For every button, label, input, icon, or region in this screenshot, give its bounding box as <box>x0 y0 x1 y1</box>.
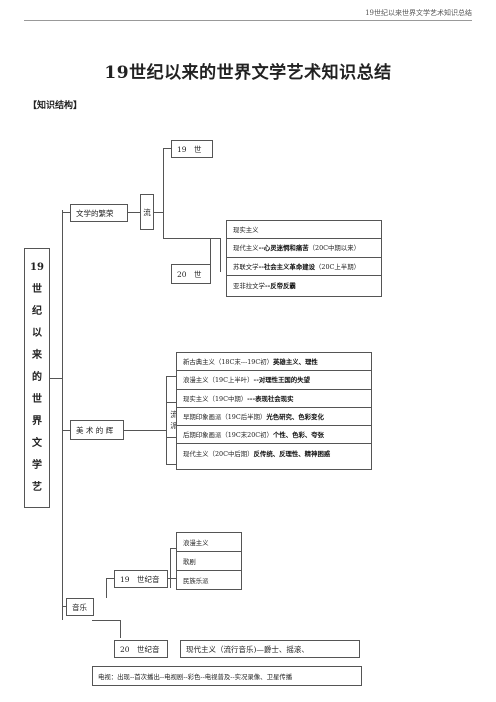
root-char: 以 <box>32 328 42 339</box>
list-item: 现实主义 <box>227 221 381 240</box>
list-item-period: （20C中期以来） <box>308 244 360 253</box>
list-item: 现代主义--心灵迷惘和痛苦（20C中期以来） <box>227 239 381 258</box>
century-20-box: 20 世 <box>171 264 211 284</box>
list-item-text: 浪漫主义（19C上半叶） <box>183 376 254 385</box>
connector <box>106 578 107 598</box>
list-item-text: 早期印象画派（19C后半期） <box>183 413 267 422</box>
list-item: 浪漫主义（19C上半叶）--对理性王国的失望 <box>177 371 371 390</box>
connector <box>154 212 163 213</box>
list-item: 浪漫主义 <box>177 533 241 552</box>
connector <box>170 548 176 549</box>
list-item-period: （20C上半期） <box>315 262 360 271</box>
century-19-label: 19 世 <box>177 144 202 154</box>
root-char: 学 <box>32 460 42 471</box>
list-item-highlight: --心灵迷惘和痛苦 <box>258 244 309 253</box>
connector <box>128 212 140 213</box>
root-char: 世 <box>32 284 42 295</box>
connector <box>106 578 114 579</box>
art-list: 新古典主义（18C末---19C初）英雄主义、理性浪漫主义（19C上半叶）--对… <box>176 352 372 470</box>
list-item-highlight: 反传统、反理性、精神困惑 <box>253 450 331 459</box>
list-item-highlight: --反帝反霸 <box>264 281 296 290</box>
tv-footer: 电视：出现--首次播出--电视剧--彩色--电视普及--实况录像、卫星传播 <box>98 672 293 681</box>
list-item-text: 现代主义（20C中后期） <box>183 450 254 459</box>
connector <box>62 210 63 620</box>
list-item-text: 现实主义 <box>233 226 259 235</box>
connector <box>163 148 164 238</box>
art-branch-label: 流 派 <box>170 410 178 430</box>
list-item-text: 苏联文学 <box>233 262 259 271</box>
root-char: 艺 <box>32 482 42 493</box>
music-box: 音乐 <box>66 598 94 616</box>
list-item-text: 现实主义（19C中期） <box>183 394 248 403</box>
list-item-text: 后期印象画派（19C末20C初） <box>183 431 273 440</box>
art-box: 美 术 的 辉 <box>70 420 124 440</box>
list-item-highlight: --社会主义革命建设 <box>258 262 315 271</box>
list-item-highlight: ---表现社会现实 <box>247 394 294 403</box>
section-label: 【知识结构】 <box>28 101 83 111</box>
music-19-list: 浪漫主义歌剧民族乐派 <box>176 532 242 590</box>
connector <box>120 620 121 638</box>
header-rule <box>24 20 472 21</box>
list-item: 新古典主义（18C末---19C初）英雄主义、理性 <box>177 353 371 372</box>
list-item: 现实主义（19C中期）---表现社会现实 <box>177 390 371 408</box>
connector <box>166 376 178 377</box>
connector <box>168 578 176 579</box>
list-item-highlight: 个性、色彩、夸张 <box>272 431 325 440</box>
connector <box>62 212 70 213</box>
list-item: 歌剧 <box>177 552 241 571</box>
literature-branch-box: 流 <box>140 194 154 230</box>
connector <box>50 378 62 379</box>
list-item-highlight: --对理性王国的失望 <box>253 376 310 385</box>
connector <box>62 430 70 431</box>
connector <box>166 464 178 465</box>
music-20-desc: 现代主义（流行音乐)—爵士、摇滚、 <box>186 644 309 654</box>
list-item: 后期印象画派（19C末20C初）个性、色彩、夸张 <box>177 426 371 445</box>
century-20-label: 20 世 <box>177 269 202 279</box>
list-item: 现代主义（20C中后期）反传统、反理性、精神困惑 <box>177 444 371 462</box>
connector <box>124 430 166 431</box>
literature-box: 文学的繁荣 <box>70 204 128 222</box>
list-item: 民族乐派 <box>183 577 209 585</box>
music-label: 音乐 <box>72 602 87 612</box>
root-char: 世 <box>32 394 42 405</box>
list-item-text: 亚非拉文学 <box>233 281 265 290</box>
century-19-box: 19 世 <box>171 140 213 158</box>
root-char: 19 <box>30 262 44 273</box>
literature-branch-label: 流 <box>143 207 151 217</box>
connector <box>92 620 120 621</box>
connector <box>220 238 221 272</box>
root-char: 来 <box>32 350 42 361</box>
music-19-label: 19 世纪音 <box>120 574 160 584</box>
page-title: 19世纪以来的世界文学艺术知识总结 <box>104 63 392 83</box>
connector <box>210 238 211 278</box>
list-item-text: 现代主义 <box>233 244 259 253</box>
root-char: 的 <box>32 372 42 383</box>
list-item: 苏联文学--社会主义革命建设（20C上半期） <box>227 258 381 276</box>
list-item: 亚非拉文学--反帝反霸 <box>227 276 381 294</box>
art-label: 美 术 的 辉 <box>76 425 114 435</box>
running-header: 19世纪以来世界文学艺术知识总结 <box>365 9 472 17</box>
list-item-highlight: 光色研究、色彩变化 <box>266 413 324 422</box>
music-20-label: 20 世纪音 <box>120 644 160 654</box>
literature-list: 现实主义现代主义--心灵迷惘和痛苦（20C中期以来）苏联文学--社会主义革命建设… <box>226 220 382 297</box>
root-char: 纪 <box>32 306 42 317</box>
music-20-box: 20 世纪音 <box>114 640 168 658</box>
literature-label: 文学的繁荣 <box>76 208 114 218</box>
root-char: 界 <box>32 416 42 427</box>
music-20-desc-box: 现代主义（流行音乐)—爵士、摇滚、 <box>180 640 360 658</box>
tv-footer-box: 电视：出现--首次播出--电视剧--彩色--电视普及--实况录像、卫星传播 <box>92 666 362 686</box>
connector <box>170 548 171 588</box>
connector <box>62 606 66 607</box>
connector <box>163 148 171 149</box>
connector <box>163 238 220 239</box>
root-char: 文 <box>32 438 42 449</box>
list-item-text: 新古典主义（18C末---19C初） <box>183 358 274 367</box>
music-19-box: 19 世纪音 <box>114 570 168 588</box>
list-item-highlight: 英雄主义、理性 <box>273 358 318 367</box>
list-item: 早期印象画派（19C后半期）光色研究、色彩变化 <box>177 408 371 427</box>
